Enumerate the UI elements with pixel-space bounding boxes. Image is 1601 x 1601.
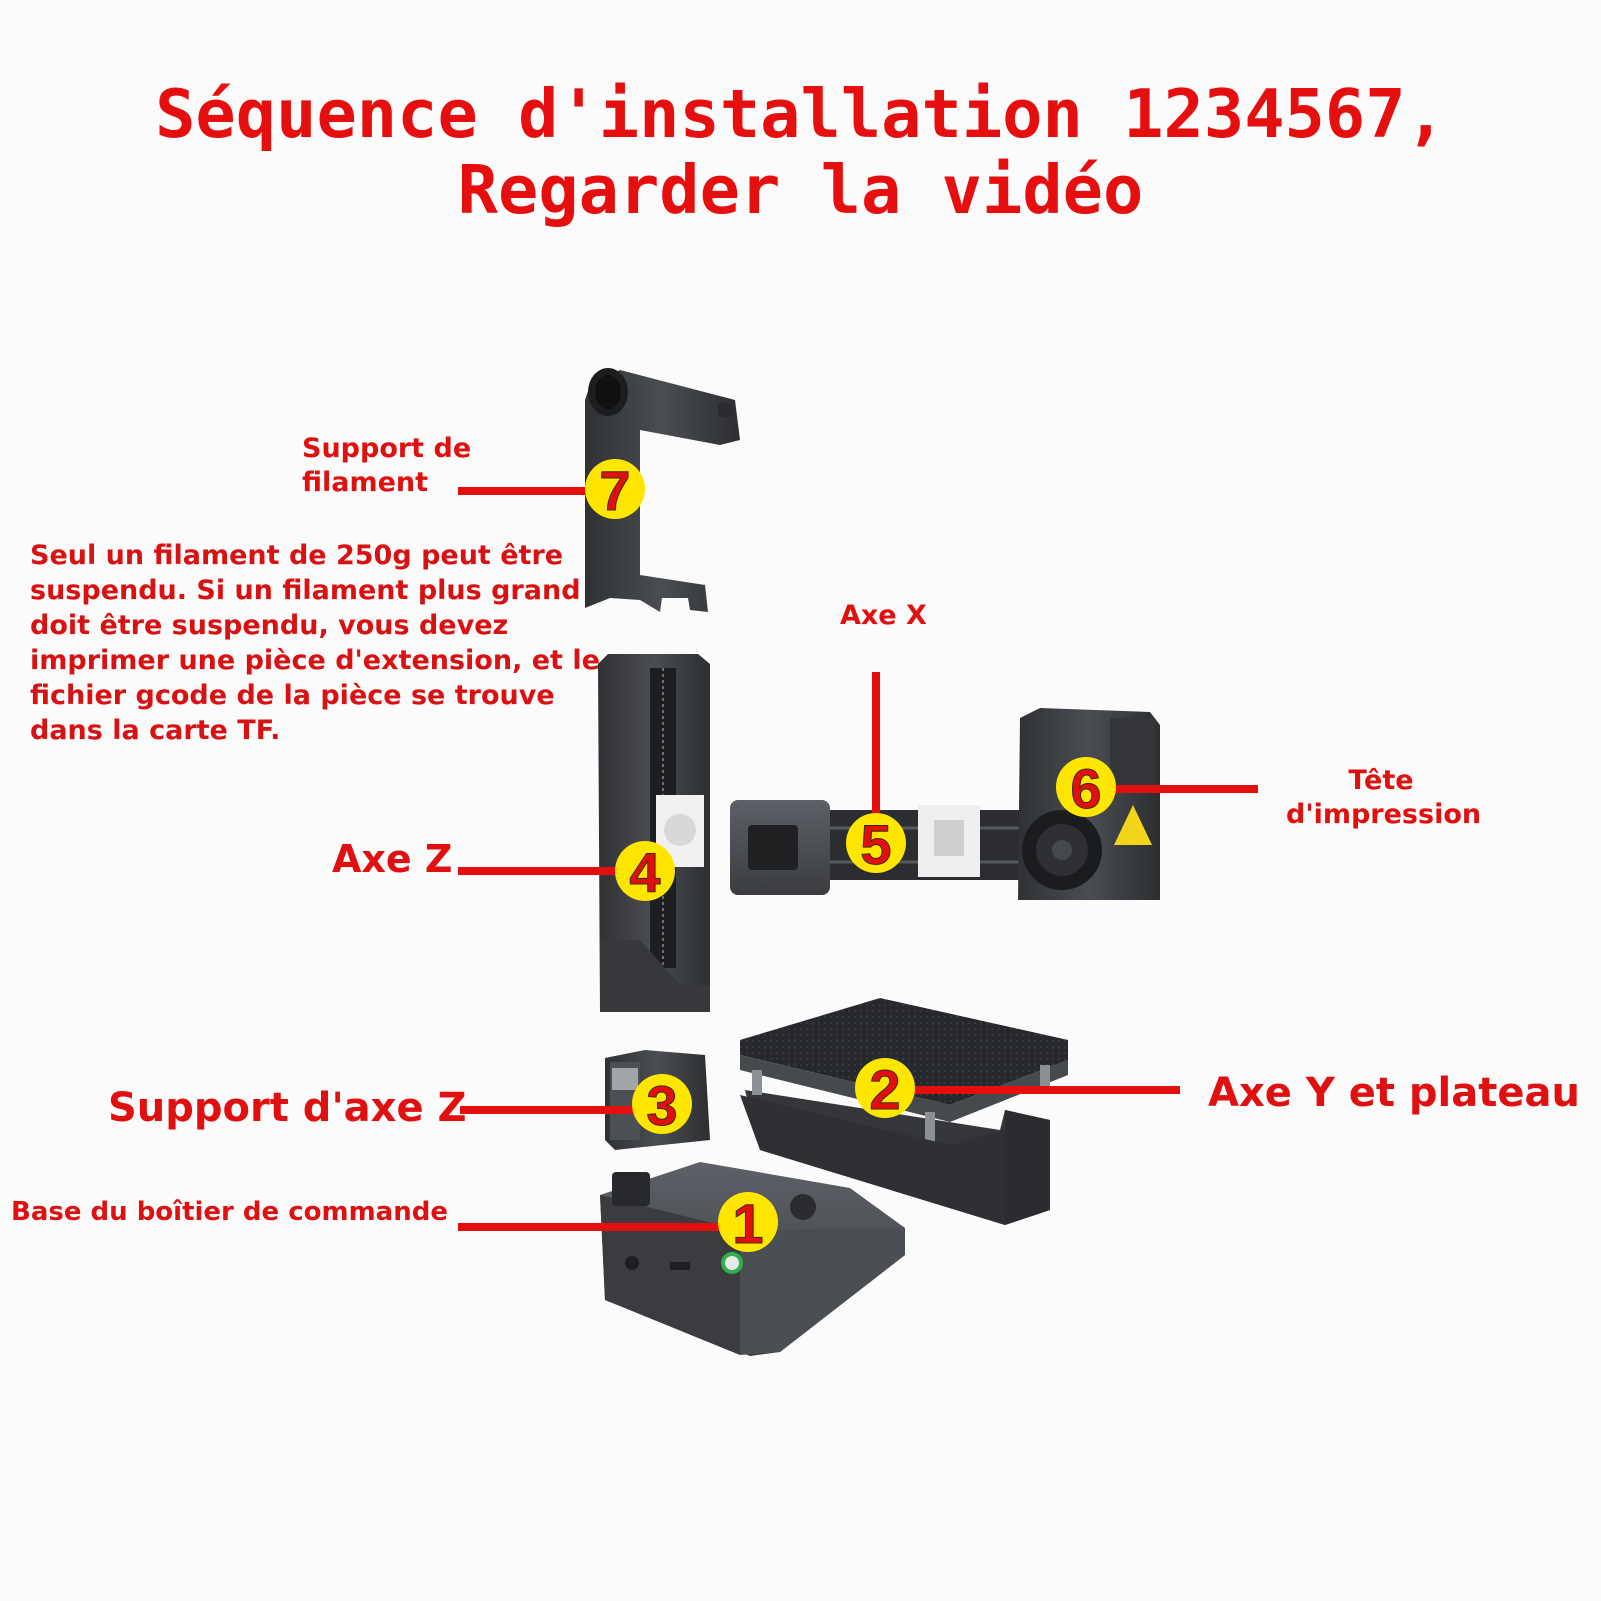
title-line-1: Séquence d'installation 1234567, bbox=[155, 75, 1446, 153]
label-z-support: Support d'axe Z bbox=[108, 1085, 467, 1131]
part-z-axis bbox=[598, 654, 710, 1012]
step-badge-4: 4 bbox=[615, 841, 675, 905]
step-number-2: 2 bbox=[869, 1058, 900, 1121]
filament-note: Seul un filament de 250g peut être suspe… bbox=[30, 540, 600, 746]
part-control-base bbox=[600, 1162, 905, 1356]
step-badges: 7 5 6 4 3 2 1 bbox=[585, 459, 1116, 1256]
label-filament-support-line-2: filament bbox=[302, 467, 429, 498]
step-number-1: 1 bbox=[732, 1192, 763, 1255]
label-print-head: Tête d'impression bbox=[1286, 764, 1482, 832]
step-badge-2: 2 bbox=[855, 1058, 915, 1122]
step-badge-7: 7 bbox=[585, 459, 645, 523]
title-line-2: Regarder la vidéo bbox=[457, 151, 1144, 229]
step-number-3: 3 bbox=[646, 1074, 677, 1137]
step-badge-3: 3 bbox=[632, 1074, 692, 1138]
label-print-head-line-1: Tête bbox=[1348, 765, 1414, 796]
step-number-5: 5 bbox=[860, 813, 891, 876]
label-filament-support-line-1: Support de bbox=[302, 433, 472, 464]
step-badge-1: 1 bbox=[718, 1192, 778, 1256]
step-number-7: 7 bbox=[599, 459, 630, 522]
label-y-axis-bed: Axe Y et plateau bbox=[1208, 1070, 1580, 1116]
step-number-4: 4 bbox=[629, 841, 660, 904]
leader-lines bbox=[458, 487, 1258, 1231]
label-control-base: Base du boîtier de commande bbox=[11, 1197, 448, 1227]
step-badge-5: 5 bbox=[846, 813, 906, 877]
label-filament-support: Support de filament bbox=[302, 432, 471, 500]
step-badge-6: 6 bbox=[1056, 757, 1116, 821]
label-x-axis: Axe X bbox=[840, 600, 927, 631]
label-print-head-line-2: d'impression bbox=[1286, 799, 1482, 830]
part-y-axis-bed bbox=[740, 998, 1068, 1225]
label-z-axis: Axe Z bbox=[332, 837, 453, 881]
part-filament-holder bbox=[585, 368, 740, 612]
step-number-6: 6 bbox=[1070, 757, 1101, 820]
